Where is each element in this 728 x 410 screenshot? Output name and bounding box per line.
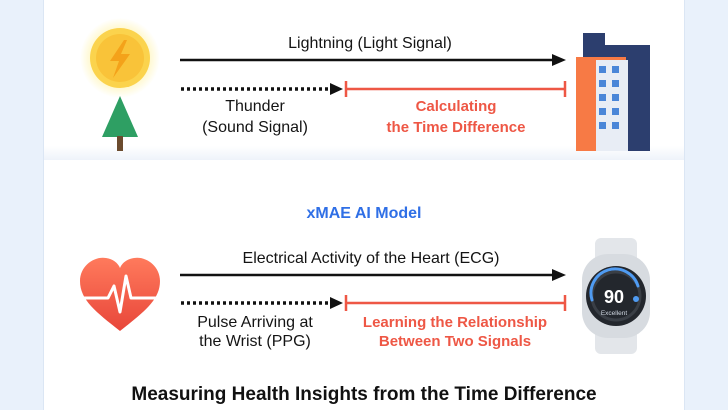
lightning-arrow [180, 54, 566, 66]
thunder-label-line1: Thunder [225, 98, 285, 115]
sun-lightning-icon [80, 18, 160, 98]
ecg-arrow [180, 269, 566, 281]
section-divider [44, 146, 684, 160]
model-title: xMAE AI Model [306, 205, 422, 222]
footer-title: Measuring Health Insights from the Time … [131, 384, 597, 405]
relationship-bracket [344, 295, 567, 311]
ppg-label-line2: the Wrist (PPG) [199, 333, 311, 350]
tree-icon [102, 96, 138, 151]
ecg-label: Electrical Activity of the Heart (ECG) [242, 250, 500, 267]
learn-label-line2: Between Two Signals [378, 333, 532, 350]
watch-score: 90 [604, 287, 624, 307]
smartwatch-icon: 90 Excellent [582, 238, 650, 354]
building-icon [576, 33, 650, 151]
thunder-arrow [181, 83, 343, 95]
thunder-label-line2: (Sound Signal) [202, 119, 308, 136]
calc-label-line1: Calculating [415, 98, 497, 115]
learn-label-line1: Learning the Relationship [362, 314, 548, 331]
calc-label-line2: the Time Difference [386, 119, 526, 136]
ppg-arrow [181, 297, 343, 309]
heart-pulse-icon [72, 257, 168, 331]
ppg-label-line1: Pulse Arriving at [197, 314, 313, 331]
lightning-label: Lightning (Light Signal) [288, 35, 452, 52]
watch-status: Excellent [601, 310, 628, 317]
time-difference-bracket [344, 81, 567, 97]
